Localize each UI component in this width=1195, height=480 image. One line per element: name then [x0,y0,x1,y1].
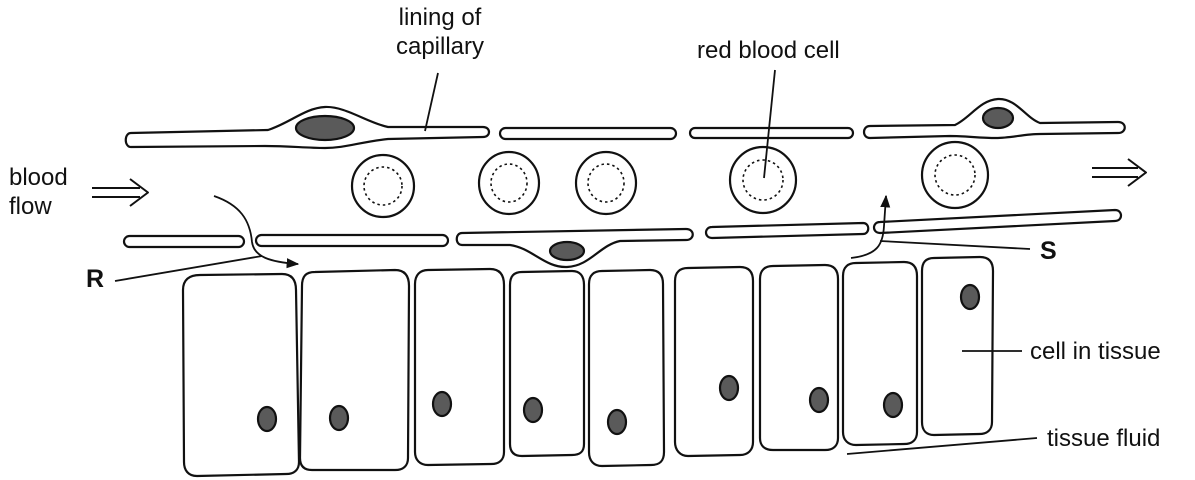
tissue-cell-nucleus [258,407,276,431]
red-blood-cell-center [743,160,783,200]
red-blood-cell-center [935,155,975,195]
tissue-cell-nucleus [608,410,626,434]
tissue-cell-nucleus [720,376,738,400]
red-blood-cell [352,155,414,217]
flow-arrow-right [1092,159,1146,186]
tissue-cell-nuclei [258,285,979,434]
red-blood-cell-center [588,164,624,202]
lower-nucleus [550,242,584,260]
tissue-cell [589,270,664,466]
cell-in-tissue-label: cell in tissue [1030,337,1161,366]
s-label: S [1040,237,1057,266]
red-blood-cell-center [491,164,527,202]
tissue-cell [675,267,753,456]
tissue-cell-nucleus [961,285,979,309]
red-blood-cell [922,142,988,208]
red-blood-cell-label: red blood cell [697,36,840,65]
lower-endothelial-segment-5 [874,210,1121,233]
blood-flow-line2: flow [9,192,68,221]
lining-label-line1: lining of [360,3,520,32]
flow-arrow-left [92,179,148,206]
tissue-cell-nucleus [524,398,542,422]
lining-leader-line [425,73,438,131]
tissue-cell [922,257,993,435]
red-blood-cell-center [364,167,402,205]
tissue-cell [300,270,409,470]
lower-endothelial-segment-4 [706,223,868,238]
tissue-cell [760,265,838,450]
upper-endothelial-segment-2 [500,128,676,139]
tissue-cell [415,269,504,465]
lining-of-capillary-label: lining of capillary [360,3,520,61]
upper-nucleus-2 [983,108,1013,128]
red-blood-cell [576,152,636,214]
blood-flow-label: blood flow [9,163,68,221]
tissue-cell-nucleus [810,388,828,412]
tissue-cell-nucleus [884,393,902,417]
tissue-cell [183,274,299,476]
tissue-cell-nucleus [330,406,348,430]
lower-capillary-wall [124,210,1121,267]
tissue-fluid-label: tissue fluid [1047,424,1160,453]
red-blood-cell [479,152,539,214]
tissue-cell [843,262,917,445]
lower-endothelial-segment-1 [124,236,244,247]
blood-flow-line1: blood [9,163,68,192]
red-blood-cell [730,147,796,213]
tissue-cells [183,257,993,476]
lower-endothelial-segment-2 [256,235,448,246]
tissue-cell-nucleus [433,392,451,416]
upper-capillary-wall [126,99,1125,148]
tissue-fluid-leader-line [847,438,1037,454]
upper-nucleus-1 [296,116,354,140]
red-blood-cells [352,142,988,217]
exit-arrow [214,196,298,264]
lining-label-line2: capillary [360,32,520,61]
r-label: R [86,265,104,294]
tissue-cell [510,271,584,456]
upper-endothelial-segment-3 [690,128,853,138]
s-leader-line [880,241,1030,249]
